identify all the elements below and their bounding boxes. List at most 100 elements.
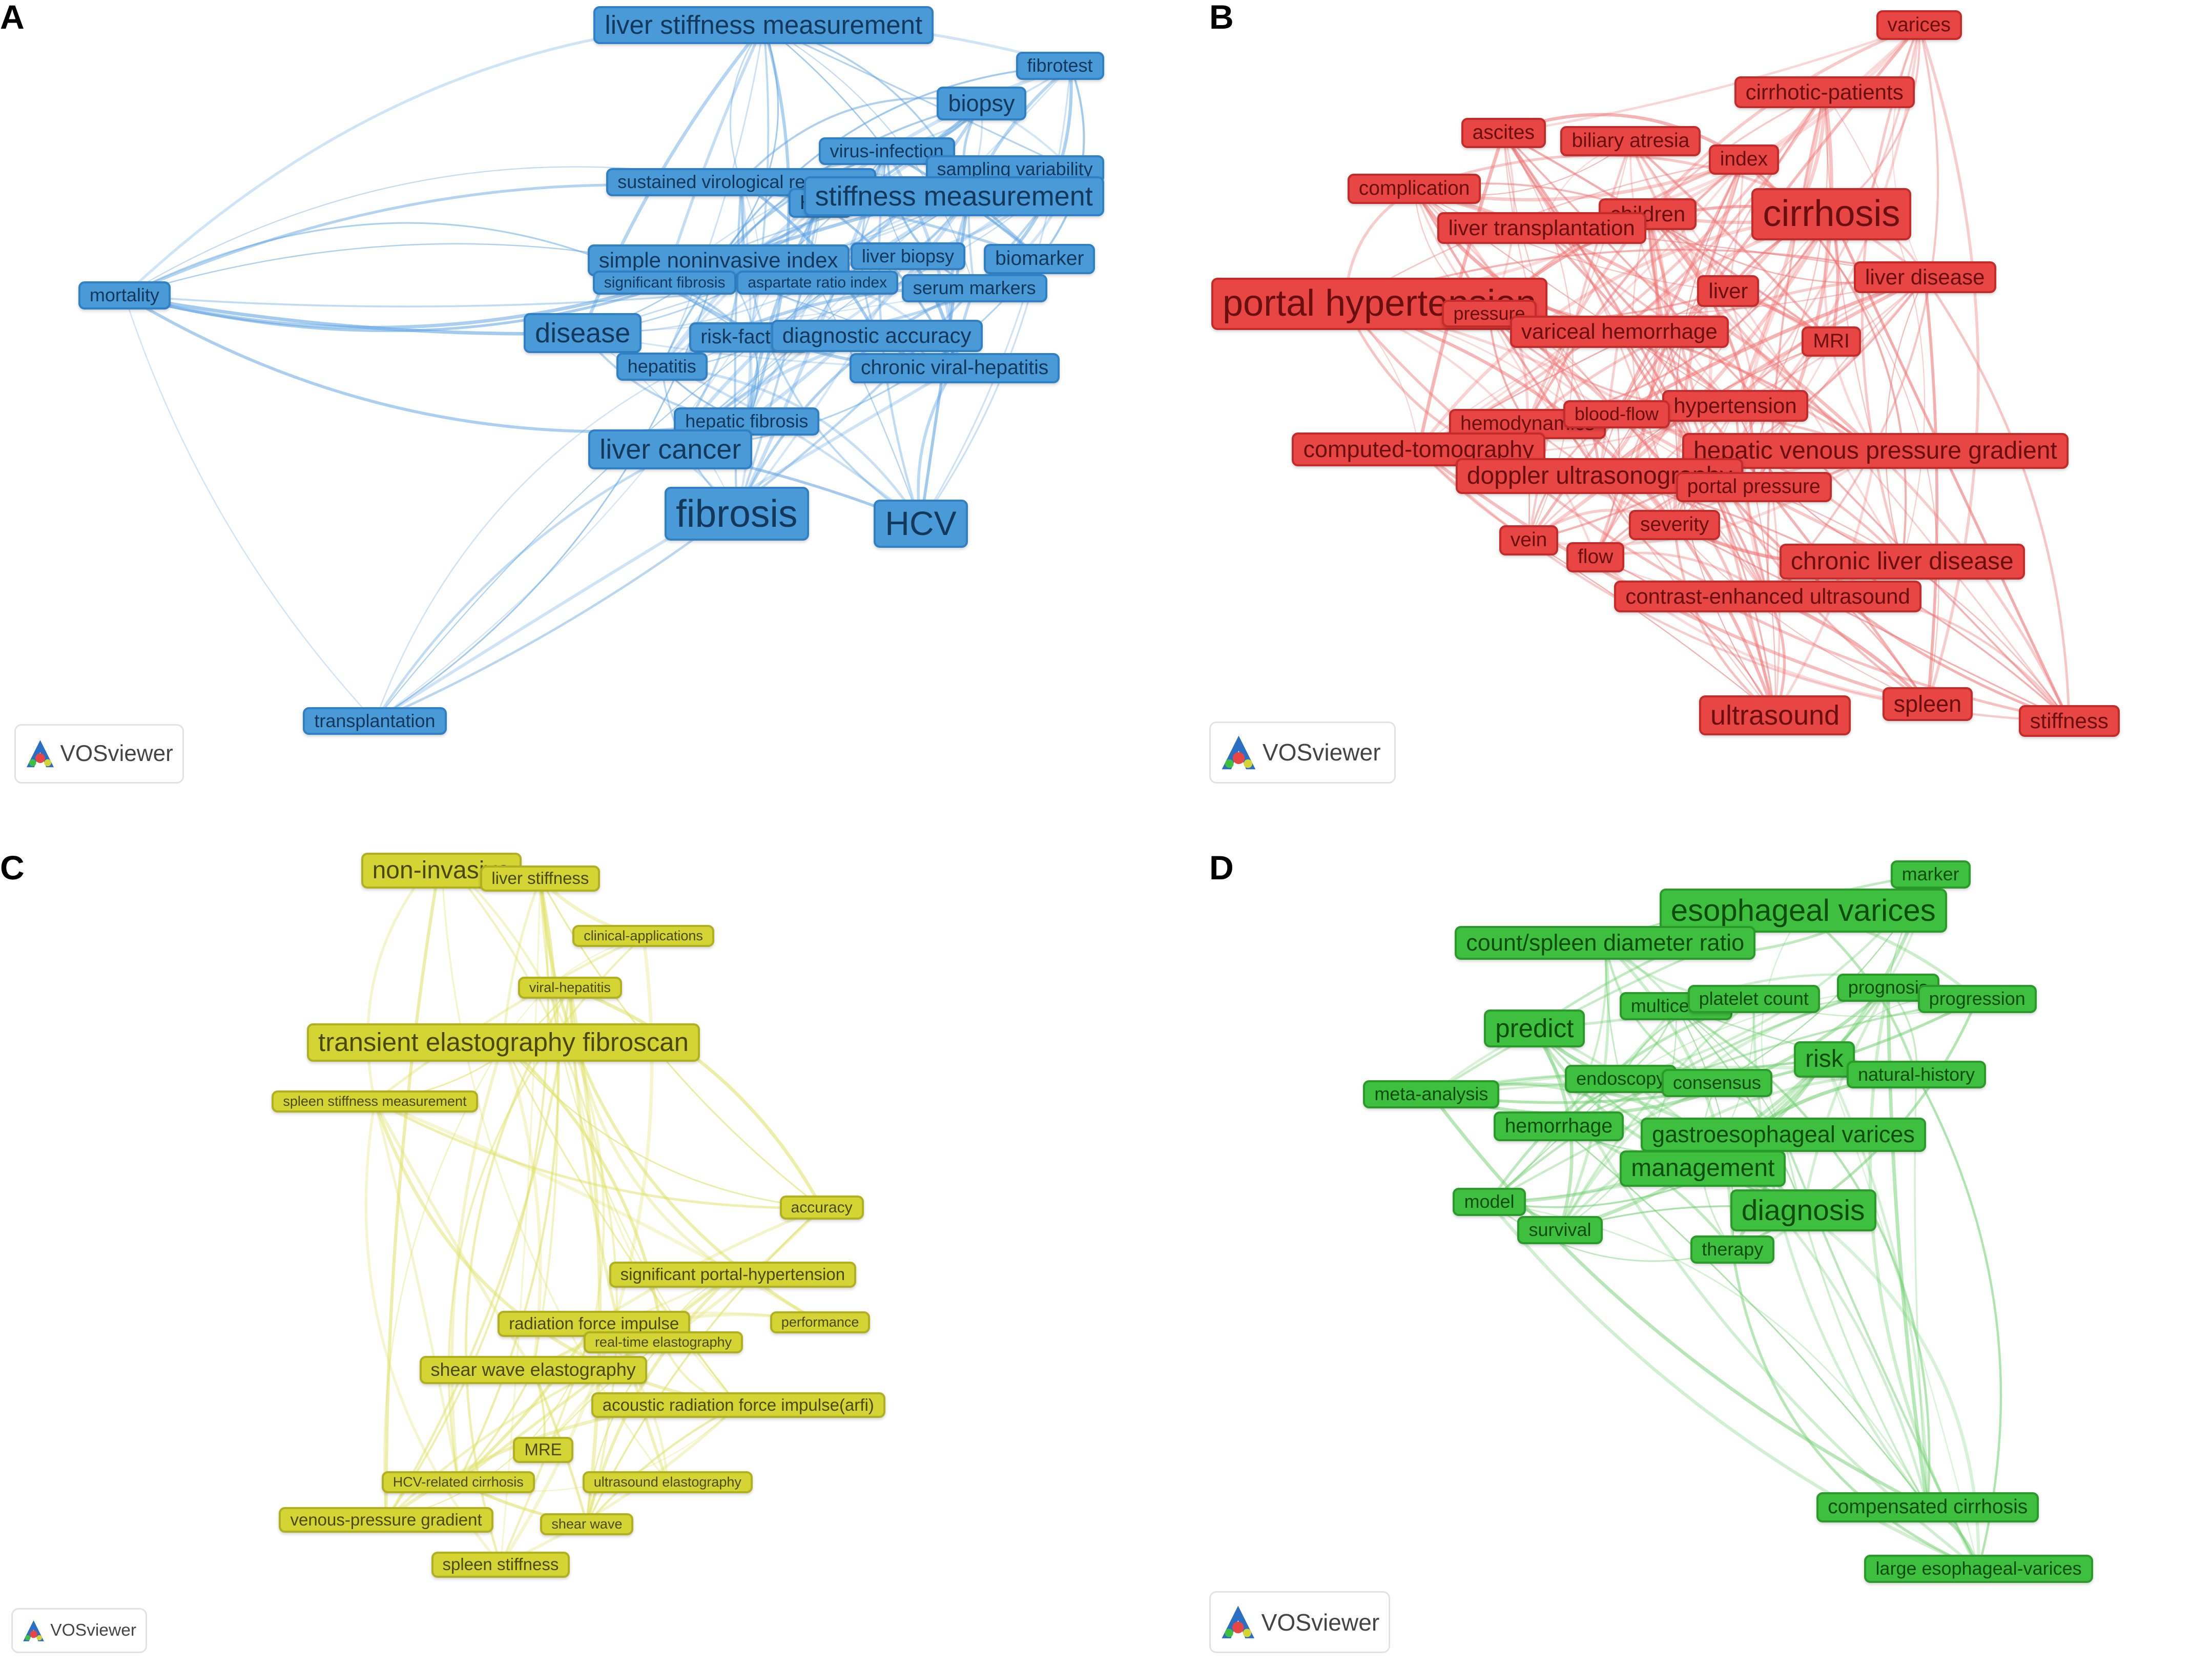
link (374, 367, 956, 723)
keyword-node[interactable]: MRI (1802, 326, 1861, 357)
keyword-node[interactable]: flow (1566, 542, 1625, 572)
keyword-node[interactable]: mortality (78, 281, 171, 310)
link (500, 1404, 739, 1567)
keyword-node[interactable]: meta-analysis (1363, 1080, 1500, 1108)
keyword-node[interactable]: vein (1499, 525, 1559, 555)
link (374, 1101, 460, 1482)
keyword-node[interactable]: performance (770, 1311, 871, 1334)
keyword-node[interactable]: diagnostic accuracy (771, 320, 983, 352)
keyword-node[interactable]: liver stiffness (480, 866, 601, 892)
link (1503, 132, 1832, 343)
keyword-node[interactable]: index (1708, 144, 1779, 175)
link (1558, 1126, 1929, 1508)
keyword-node[interactable]: liver (1697, 275, 1760, 307)
panel-b: varices cirrhotic-patients ascites biliary … (1209, 0, 2212, 818)
link (1731, 1249, 1979, 1571)
link (1629, 140, 1833, 343)
keyword-node[interactable]: spleen stiffness measurement (272, 1090, 478, 1112)
keyword-node[interactable]: aspartate ratio index (736, 271, 899, 295)
keyword-node[interactable]: liver transplantation (1437, 212, 1646, 244)
keyword-node[interactable]: natural-history (1847, 1060, 1987, 1089)
keyword-node[interactable]: fibrosis (664, 486, 809, 541)
keyword-node[interactable]: hepatitis (616, 353, 708, 381)
keyword-node[interactable]: liver stiffness measurement (593, 6, 934, 45)
keyword-node[interactable]: chronic liver disease (1779, 543, 2025, 580)
keyword-node[interactable]: ultrasound elastography (582, 1471, 753, 1493)
keyword-node[interactable]: transient elastography fibroscan (307, 1023, 700, 1062)
keyword-node[interactable]: liver disease (1854, 261, 1996, 294)
keyword-node[interactable]: spleen stiffness (431, 1552, 570, 1578)
keyword-node[interactable]: marker (1890, 860, 1971, 889)
keyword-node[interactable]: management (1620, 1150, 1786, 1187)
link (385, 987, 571, 1521)
keyword-node[interactable]: significant portal-hypertension (609, 1262, 857, 1288)
keyword-node[interactable]: portal pressure (1676, 472, 1832, 503)
keyword-node[interactable]: disease (524, 313, 642, 354)
keyword-node[interactable]: progression (1917, 985, 2037, 1013)
vosviewer-logo-icon (1222, 1606, 1255, 1639)
keyword-node[interactable]: MRE (513, 1436, 573, 1463)
link (593, 1206, 822, 1325)
keyword-node[interactable]: survival (1517, 1215, 1603, 1244)
keyword-node[interactable]: consensus (1661, 1069, 1772, 1097)
keyword-node[interactable]: gastroesophageal varices (1641, 1118, 1926, 1152)
keyword-node[interactable]: shear wave elastography (419, 1356, 647, 1385)
keyword-node[interactable]: spleen (1882, 687, 1973, 722)
keyword-node[interactable]: accuracy (779, 1196, 864, 1220)
keyword-node[interactable]: HCV-related cirrhosis (381, 1471, 535, 1493)
keyword-node[interactable]: ascites (1461, 118, 1546, 148)
link (1924, 276, 2071, 722)
keyword-node[interactable]: contrast-enhanced ultrasound (1614, 580, 1921, 613)
keyword-node[interactable]: count/spleen diameter ratio (1455, 925, 1756, 960)
keyword-node[interactable]: biomarker (984, 243, 1095, 274)
keyword-node[interactable]: liver cancer (588, 429, 753, 470)
keyword-node[interactable]: shear wave (540, 1513, 634, 1535)
keyword-node[interactable]: real-time elastography (583, 1331, 743, 1353)
keyword-node[interactable]: hepatic venous pressure gradient (1682, 432, 2069, 469)
keyword-node[interactable]: significant fibrosis (592, 271, 737, 295)
panel-letter: B (1209, 0, 1234, 36)
keyword-node[interactable]: fibrotest (1016, 51, 1104, 80)
keyword-node[interactable]: risk (1794, 1041, 1855, 1078)
keyword-node[interactable]: acoustic radiation force impulse(arfi) (591, 1392, 885, 1418)
link (366, 852, 443, 1102)
keyword-node[interactable]: hemorrhage (1493, 1111, 1624, 1142)
keyword-node[interactable]: serum markers (901, 274, 1047, 303)
keyword-node[interactable]: predict (1484, 1009, 1585, 1048)
keyword-node[interactable]: liver biopsy (850, 242, 965, 271)
keyword-node[interactable]: varices (1876, 10, 1962, 40)
keyword-node[interactable]: endoscopy (1565, 1064, 1677, 1093)
keyword-node[interactable]: model (1453, 1188, 1526, 1217)
keyword-node[interactable]: viral-hepatitis (518, 977, 622, 999)
link (729, 25, 764, 182)
keyword-node[interactable]: esophageal varices (1659, 889, 1947, 933)
keyword-node[interactable]: compensated cirrhosis (1816, 1492, 2039, 1522)
link (457, 1369, 534, 1483)
keyword-node[interactable]: variceal hemorrhage (1510, 316, 1729, 348)
keyword-node[interactable]: biliary atresia (1560, 126, 1701, 157)
keyword-node[interactable]: biopsy (937, 86, 1026, 121)
keyword-node[interactable]: transplantation (303, 707, 447, 735)
keyword-node[interactable]: cirrhotic-patients (1734, 76, 1915, 109)
keyword-node[interactable]: clinical-applications (572, 925, 714, 947)
keyword-node[interactable]: cirrhosis (1751, 188, 1912, 240)
keyword-node[interactable]: ultrasound (1699, 695, 1851, 736)
keyword-node[interactable]: therapy (1690, 1235, 1775, 1264)
keyword-node[interactable]: pressure (1442, 299, 1537, 328)
keyword-node[interactable]: platelet count (1687, 985, 1820, 1013)
keyword-node[interactable]: diagnosis (1730, 1189, 1876, 1232)
link (740, 181, 752, 422)
keyword-node[interactable]: complication (1347, 174, 1481, 204)
keyword-node[interactable]: large esophageal-varices (1864, 1555, 2093, 1583)
keyword-node[interactable]: venous-pressure gradient (279, 1507, 493, 1533)
keyword-node[interactable]: blood-flow (1563, 400, 1670, 429)
link (569, 986, 823, 1209)
keyword-node[interactable]: HCV (874, 499, 968, 548)
keyword-node[interactable]: virus-infection (818, 137, 955, 166)
keyword-node[interactable]: severity (1629, 510, 1721, 540)
keyword-node[interactable]: hypertension (1662, 389, 1808, 422)
keyword-node[interactable]: stiffness (2018, 705, 2120, 737)
keyword-node[interactable]: stiffness measurement (803, 176, 1104, 216)
keyword-node[interactable]: chronic viral-hepatitis (850, 353, 1060, 383)
link (763, 25, 975, 289)
